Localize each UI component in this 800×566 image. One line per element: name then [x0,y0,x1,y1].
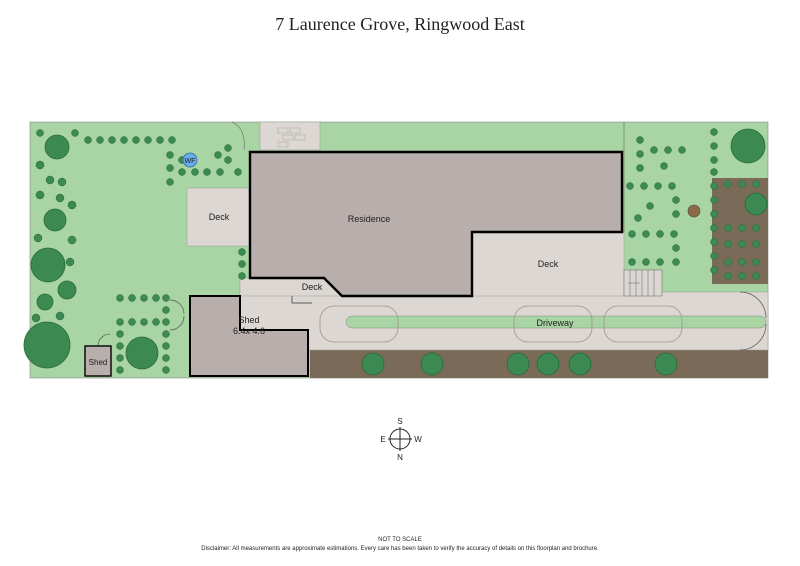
disclaimer: Disclaimer: All measurements are approxi… [201,546,599,552]
deck-small-label: Deck [302,282,323,292]
shed-small-building [84,345,112,377]
wf-label: WF [185,158,196,165]
wf-marker-icon [182,152,198,168]
paved-area [259,121,321,151]
gate-arcs [169,291,767,351]
compass-s: S [397,417,402,426]
steps-icon [623,269,663,297]
deck-right-label: Deck [538,259,559,269]
garden-feature-icon [687,204,701,218]
shed-big-size: 6.4x 4.6 [233,326,265,336]
fence-lines [231,121,625,232]
paving-bricks-icon [277,127,306,148]
shed-big-building [189,295,309,377]
compass-w: W [414,435,422,444]
shed-small-label: Shed [89,358,108,367]
deck-left-label: Deck [209,212,230,222]
compass-n: N [397,453,403,462]
residence-label: Residence [348,214,391,224]
driveway-strip [345,315,767,329]
large-trees [23,128,768,376]
deck-left-area [186,187,250,247]
shed-small-door-icon [97,333,111,347]
compass-e: E [380,435,385,444]
car-outlines [319,305,683,343]
compass-icon [388,427,412,451]
deck-right-area [471,231,625,297]
shrub-rows [31,128,760,374]
residence-building [248,150,624,298]
not-to-scale-note: NOT TO SCALE [378,537,422,543]
shed-big-label: Shed [238,315,259,325]
driveway-label: Driveway [536,318,574,328]
deck-small-steps-icon [291,296,312,304]
page-title: 7 Laurence Grove, Ringwood East [275,14,525,34]
